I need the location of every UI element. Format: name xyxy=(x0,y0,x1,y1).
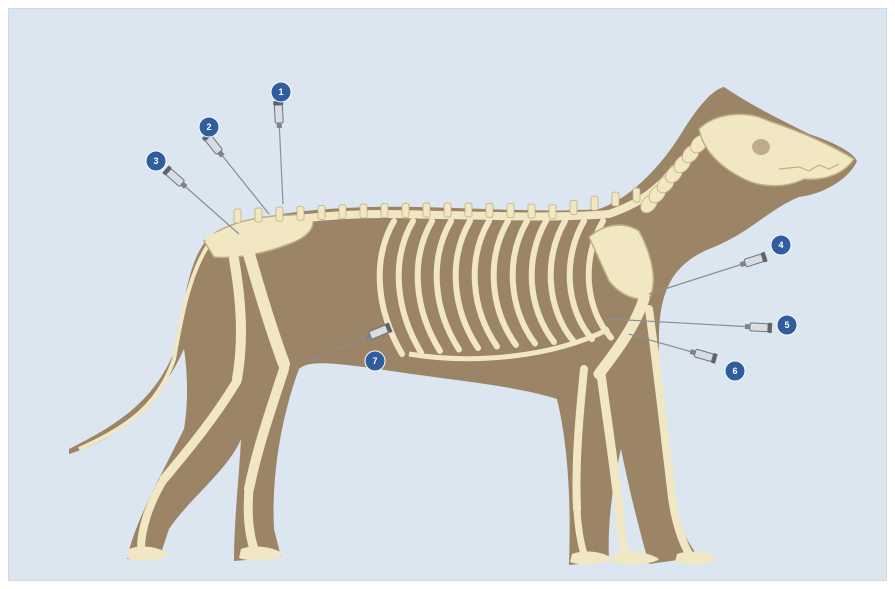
syringe-icon xyxy=(689,347,718,364)
eye-socket xyxy=(752,139,770,155)
vertebra xyxy=(633,188,640,202)
marker-label: 7 xyxy=(372,356,377,366)
vertebra xyxy=(465,203,472,217)
vertebra xyxy=(570,200,577,214)
near-front-paw-bone xyxy=(675,552,717,565)
front-metacarpus-bone xyxy=(619,509,625,554)
syringe-icon xyxy=(745,322,773,333)
marker-label: 6 xyxy=(732,366,737,376)
syringe-icon xyxy=(739,252,768,270)
vertebra xyxy=(402,203,409,217)
vertebra xyxy=(423,203,430,217)
marker-label: 3 xyxy=(153,156,158,166)
vertebra xyxy=(234,209,241,223)
dog-skeleton-injection-diagram: 1 2 3 4 5 6 7 xyxy=(9,9,887,581)
vertebra xyxy=(276,207,283,221)
needle-line xyxy=(179,181,239,234)
vertebra xyxy=(444,203,451,217)
vertebra xyxy=(318,205,325,219)
marker-label: 5 xyxy=(784,320,789,330)
injection-site-3: 3 xyxy=(146,151,239,234)
needle-line xyxy=(217,149,269,214)
marker-label: 2 xyxy=(206,122,211,132)
vertebra xyxy=(591,196,598,210)
vertebra xyxy=(255,208,262,222)
marker-label: 4 xyxy=(778,240,783,250)
injection-site-2: 2 xyxy=(199,117,269,214)
vertebra xyxy=(612,192,619,206)
marker-label: 1 xyxy=(278,87,283,97)
syringe-icon xyxy=(273,101,284,128)
vertebra xyxy=(507,204,514,218)
far-hind-paw-bone xyxy=(127,547,169,561)
diagram-frame: 1 2 3 4 5 6 7 xyxy=(8,8,887,581)
vertebra xyxy=(381,204,388,218)
vertebra xyxy=(486,203,493,217)
needle-line xyxy=(279,119,283,204)
vertebra xyxy=(549,205,556,219)
vertebra xyxy=(528,204,535,218)
injection-site-1: 1 xyxy=(271,82,291,204)
syringe-icon xyxy=(162,165,189,190)
vertebra xyxy=(297,206,304,220)
vertebra xyxy=(360,204,367,218)
vertebra xyxy=(339,205,346,219)
